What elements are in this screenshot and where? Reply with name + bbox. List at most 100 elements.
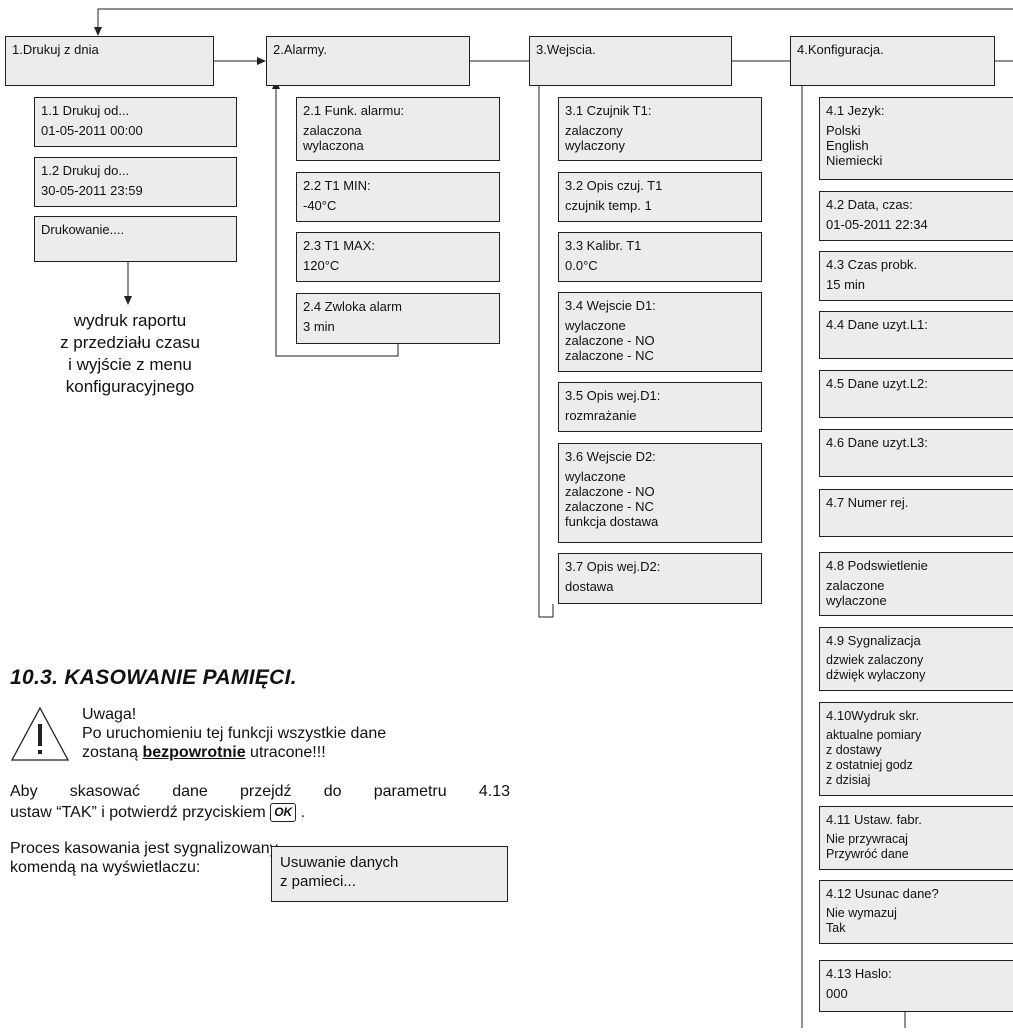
item-option: aktualne pomiary	[826, 728, 922, 742]
item-option: 01-05-2011 00:00	[41, 123, 143, 138]
item-4-3-sampling-time[interactable]: 4.3 Czas probk. 15 min	[819, 251, 1013, 301]
item-4-10-short-printout[interactable]: 4.10Wydruk skr. aktualne pomiary z dosta…	[819, 702, 1013, 796]
item-title: 2.2 T1 MIN:	[303, 178, 371, 193]
item-title: 2.4 Zwloka alarm	[303, 299, 402, 314]
item-title: 3.2 Opis czuj. T1	[565, 178, 663, 193]
item-3-7-input-d2-description[interactable]: 3.7 Opis wej.D2: dostawa	[558, 553, 762, 604]
menu-configuration[interactable]: 4.Konfiguracja.	[790, 36, 995, 86]
item-3-2-sensor-description[interactable]: 3.2 Opis czuj. T1 czujnik temp. 1	[558, 172, 762, 222]
item-4-9-signaling[interactable]: 4.9 Sygnalizacja dzwiek zalaczony dźwięk…	[819, 627, 1013, 691]
item-1-1-print-from[interactable]: 1.1 Drukuj od... 01-05-2011 00:00	[34, 97, 237, 147]
menu-title: 3.Wejscia.	[536, 42, 596, 57]
item-4-7-registration-number[interactable]: 4.7 Numer rej.	[819, 489, 1013, 537]
item-option: zalaczone - NC	[565, 499, 654, 514]
item-option: dzwiek zalaczony	[826, 653, 924, 667]
item-4-2-date-time[interactable]: 4.2 Data, czas: 01-05-2011 22:34	[819, 191, 1013, 241]
item-title: 4.9 Sygnalizacja	[826, 633, 921, 648]
item-4-5-user-data-l2[interactable]: 4.5 Dane uzyt.L2:	[819, 370, 1013, 418]
item-option: czujnik temp. 1	[565, 198, 652, 213]
item-title: 4.4 Dane uzyt.L1:	[826, 317, 928, 332]
item-option: z dzisiaj	[826, 773, 871, 787]
item-option: funkcja dostawa	[565, 514, 659, 529]
item-option: Nie przywracaj	[826, 832, 908, 846]
item-2-1-alarm-function[interactable]: 2.1 Funk. alarmu: zalaczona wylaczona	[296, 97, 500, 161]
item-title: 4.7 Numer rej.	[826, 495, 909, 510]
instruction-line-2-text: ustaw “TAK” i potwierdź przyciskiem	[10, 804, 266, 821]
item-title: Drukowanie....	[41, 222, 125, 237]
warning-heading: Uwaga!	[82, 706, 137, 723]
section-title: 10.3. KASOWANIE PAMIĘCI.	[10, 666, 297, 689]
item-title: 4.13 Haslo:	[826, 966, 892, 981]
item-option: z ostatniej godz	[826, 758, 913, 772]
item-title: 3.7 Opis wej.D2:	[565, 559, 661, 574]
warning-line2-pre: zostaną	[82, 744, 143, 761]
item-option: wylaczone	[565, 469, 626, 484]
item-title: 1.2 Drukuj do...	[41, 163, 130, 178]
item-option: 30-05-2011 23:59	[41, 183, 143, 198]
item-3-6-input-d2[interactable]: 3.6 Wejscie D2: wylaczone zalaczone - NO…	[558, 443, 762, 543]
warning-line2-post: utracone!!!	[245, 744, 326, 761]
item-2-2-t1-min[interactable]: 2.2 T1 MIN: -40°C	[296, 172, 500, 222]
item-option: 01-05-2011 22:34	[826, 217, 928, 232]
warning-emphasis: bezpowrotnie	[142, 744, 246, 761]
item-3-1-sensor-t1[interactable]: 3.1 Czujnik T1: zalaczony wylaczony	[558, 97, 762, 161]
item-title: 1.1 Drukuj od...	[41, 103, 130, 118]
item-4-12-delete-data[interactable]: 4.12 Usunac dane? Nie wymazuj Tak	[819, 880, 1013, 944]
item-option: 120°C	[303, 258, 340, 273]
item-option: wylaczone	[565, 318, 626, 333]
item-title: 3.4 Wejscie D1:	[565, 298, 656, 313]
warning-line: Po uruchomieniu tej funkcji wszystkie da…	[82, 725, 387, 742]
item-option: zalaczony	[565, 123, 623, 138]
item-option: wylaczona	[303, 138, 364, 153]
item-title: 2.1 Funk. alarmu:	[303, 103, 405, 118]
item-printing[interactable]: Drukowanie....	[34, 216, 237, 262]
note-line: z przedziału czasu	[60, 333, 200, 352]
item-title: 4.6 Dane uzyt.L3:	[826, 435, 928, 450]
item-4-6-user-data-l3[interactable]: 4.6 Dane uzyt.L3:	[819, 429, 1013, 477]
item-4-1-language[interactable]: 4.1 Jezyk: Polski English Niemiecki	[819, 97, 1013, 180]
item-option: -40°C	[303, 198, 337, 213]
menu-alarms[interactable]: 2.Alarmy.	[266, 36, 470, 86]
process-line-2: komendą na wyświetlaczu:	[10, 859, 201, 876]
item-3-5-input-d1-description[interactable]: 3.5 Opis wej.D1: rozmrażanie	[558, 382, 762, 432]
menu-title: 1.Drukuj z dnia	[12, 42, 99, 57]
item-title: 4.3 Czas probk.	[826, 257, 918, 272]
item-4-11-factory-settings[interactable]: 4.11 Ustaw. fabr. Nie przywracaj Przywró…	[819, 806, 1013, 870]
display-line-2: z pamieci...	[280, 873, 356, 890]
menu-inputs[interactable]: 3.Wejscia.	[529, 36, 732, 86]
item-3-4-input-d1[interactable]: 3.4 Wejscie D1: wylaczone zalaczone - NO…	[558, 292, 762, 372]
item-option: zalaczone - NC	[565, 348, 654, 363]
lcd-display-message: Usuwanie danych z pamieci...	[271, 846, 508, 902]
item-option: zalaczone - NO	[565, 484, 655, 499]
instruction-line-2-end: .	[300, 804, 306, 821]
item-option: 3 min	[303, 319, 335, 334]
item-option: 0.0°C	[565, 258, 598, 273]
item-option: zalaczona	[303, 123, 362, 138]
instruction-line-1: Aby skasować dane przejdź do parametru 4…	[10, 783, 510, 800]
item-option: Tak	[826, 921, 846, 935]
item-title: 3.1 Czujnik T1:	[565, 103, 652, 118]
note-line: wydruk raportu	[73, 311, 187, 330]
item-3-3-calibration[interactable]: 3.3 Kalibr. T1 0.0°C	[558, 232, 762, 282]
item-1-2-print-to[interactable]: 1.2 Drukuj do... 30-05-2011 23:59	[34, 157, 237, 207]
process-line-1: Proces kasowania jest sygnalizowany	[10, 840, 278, 857]
menu-print-from-day[interactable]: 1.Drukuj z dnia	[5, 36, 214, 86]
item-4-4-user-data-l1[interactable]: 4.4 Dane uzyt.L1:	[819, 311, 1013, 359]
report-note: wydruk raportu z przedziału czasu i wyjś…	[20, 310, 240, 398]
item-title: 4.5 Dane uzyt.L2:	[826, 376, 928, 391]
item-4-13-password[interactable]: 4.13 Haslo: 000	[819, 960, 1013, 1012]
item-option: 15 min	[826, 277, 866, 292]
item-option: dźwięk wylaczony	[826, 668, 926, 682]
item-2-3-t1-max[interactable]: 2.3 T1 MAX: 120°C	[296, 232, 500, 282]
item-4-8-backlight[interactable]: 4.8 Podswietlenie zalaczone wylaczone	[819, 552, 1013, 616]
instruction-line-2: ustaw “TAK” i potwierdź przyciskiem OK .	[10, 803, 510, 823]
item-title: 3.3 Kalibr. T1	[565, 238, 642, 253]
item-option: zalaczone	[826, 578, 885, 593]
ok-key-icon: OK	[270, 803, 297, 823]
item-option: Niemiecki	[826, 153, 883, 168]
note-line: i wyjście z menu	[68, 355, 192, 374]
item-option: 000	[826, 986, 848, 1001]
item-2-4-alarm-delay[interactable]: 2.4 Zwloka alarm 3 min	[296, 293, 500, 344]
item-title: 4.2 Data, czas:	[826, 197, 913, 212]
item-option: English	[826, 138, 869, 153]
